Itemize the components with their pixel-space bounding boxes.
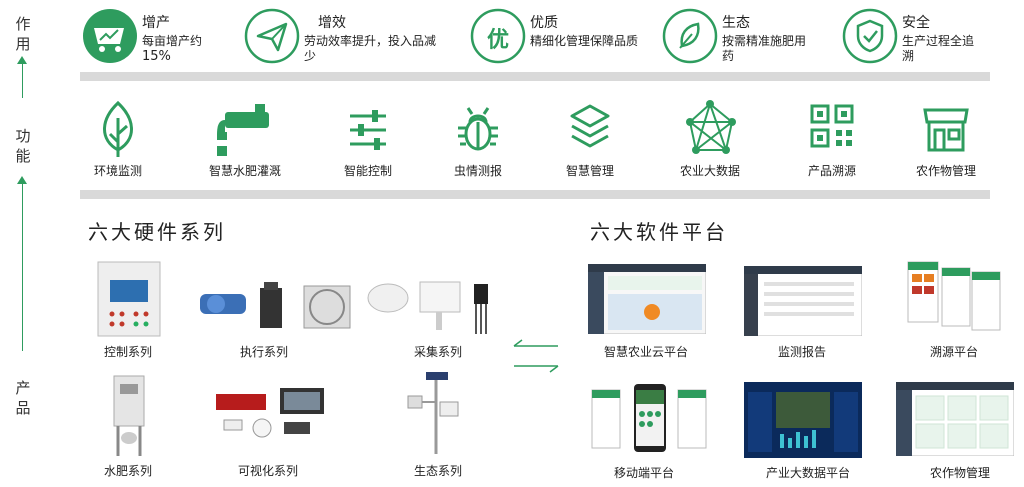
- benefit-title: 安全: [902, 15, 930, 31]
- side-label-effect: 作 用: [15, 15, 31, 53]
- benefit-efficiency: 增效 劳动效率提升，投入品减少: [244, 8, 444, 68]
- software-item-big-data: 产业大数据平台: [766, 466, 851, 480]
- connector-line: [22, 183, 23, 351]
- leaf-icon: [662, 8, 718, 64]
- software-item-cloud: 智慧农业云平台: [604, 345, 689, 359]
- arrow-up-icon: [17, 176, 27, 184]
- software-title: 六大软件平台: [590, 220, 728, 244]
- function-smart-control: 智能控制: [308, 100, 428, 179]
- cloud-platform-screen-image: [588, 264, 706, 334]
- software-item-monitoring: 监测报告: [778, 345, 827, 359]
- side-label-product: 产 品: [15, 379, 31, 417]
- function-pest-report: 虫情测报: [418, 100, 538, 179]
- function-environment: 环境监测: [58, 100, 178, 179]
- you-badge-text: 优: [486, 28, 509, 53]
- sensor-devices-image: [367, 281, 488, 334]
- side-label-function: 功 能: [15, 127, 31, 165]
- big-data-dashboard-image: [744, 382, 862, 458]
- divider-band: [80, 190, 990, 199]
- benefit-title: 生态: [722, 15, 750, 31]
- function-traceability: 产品溯源: [772, 100, 892, 179]
- function-crop-management: 农作物管理: [886, 100, 1006, 179]
- bug-icon: [458, 107, 498, 151]
- software-item-traceability: 溯源平台: [930, 345, 979, 359]
- qr-code-icon: [810, 104, 854, 148]
- hardware-title: 六大硬件系列: [88, 220, 226, 244]
- control-cabinet-image: [97, 261, 161, 337]
- benefit-safety: 安全 生产过程全追溯: [842, 8, 992, 68]
- mobile-platform-screens-image: [591, 384, 707, 452]
- hardware-item-control: 控制系列: [104, 345, 153, 359]
- software-item-mobile: 移动端平台: [614, 466, 675, 480]
- monitoring-report-screen-image: [744, 266, 862, 336]
- cart-icon: [83, 9, 137, 63]
- crop-management-screen-image: [896, 382, 1014, 456]
- benefit-desc: 精细化管理保障品质: [530, 34, 639, 48]
- arrow-up-icon: [17, 56, 27, 64]
- benefit-title: 增效: [318, 15, 346, 31]
- hardware-item-fertigation: 水肥系列: [104, 464, 153, 478]
- visualization-devices-image: [216, 388, 324, 438]
- fertigation-machine-image: [113, 375, 145, 456]
- benefit-quality: 优 优质 精细化管理保障品质: [470, 8, 640, 68]
- weather-station-image: [407, 372, 459, 454]
- connector-line: [22, 62, 23, 98]
- paper-plane-icon: [244, 8, 300, 64]
- divider-band: [80, 72, 990, 81]
- hardware-item-visualization: 可视化系列: [238, 464, 299, 478]
- benefit-desc: 按需精准施肥用药: [722, 34, 807, 63]
- benefit-title: 优质: [530, 15, 558, 31]
- software-item-crop: 农作物管理: [930, 466, 991, 480]
- benefit-desc: 生产过程全追溯: [902, 34, 975, 63]
- hardware-item-actuator: 执行系列: [240, 345, 289, 359]
- hardware-item-collection: 采集系列: [414, 345, 463, 359]
- function-smart-management: 智慧管理: [530, 100, 650, 179]
- network-icon: [686, 100, 736, 154]
- hardware-item-ecology: 生态系列: [414, 464, 463, 478]
- shield-check-icon: [842, 8, 898, 64]
- tree-leaf-icon: [103, 100, 133, 157]
- store-icon: [923, 108, 969, 152]
- benefit-desc: 劳动效率提升，投入品减少: [304, 34, 437, 63]
- you-badge-icon: [470, 8, 526, 64]
- layers-icon: [570, 104, 610, 148]
- traceability-mobile-screens-image: [907, 261, 1001, 331]
- benefit-title: 增产: [142, 15, 170, 31]
- function-irrigation: 智慧水肥灌溉: [185, 100, 305, 179]
- sliders-icon: [350, 110, 386, 150]
- faucet-icon: [217, 104, 269, 156]
- exchange-arrows-icon: [513, 339, 559, 373]
- actuator-devices-image: [200, 282, 351, 329]
- benefit-ecology: 生态 按需精准施肥用药: [662, 8, 822, 68]
- function-big-data: 农业大数据: [650, 100, 770, 179]
